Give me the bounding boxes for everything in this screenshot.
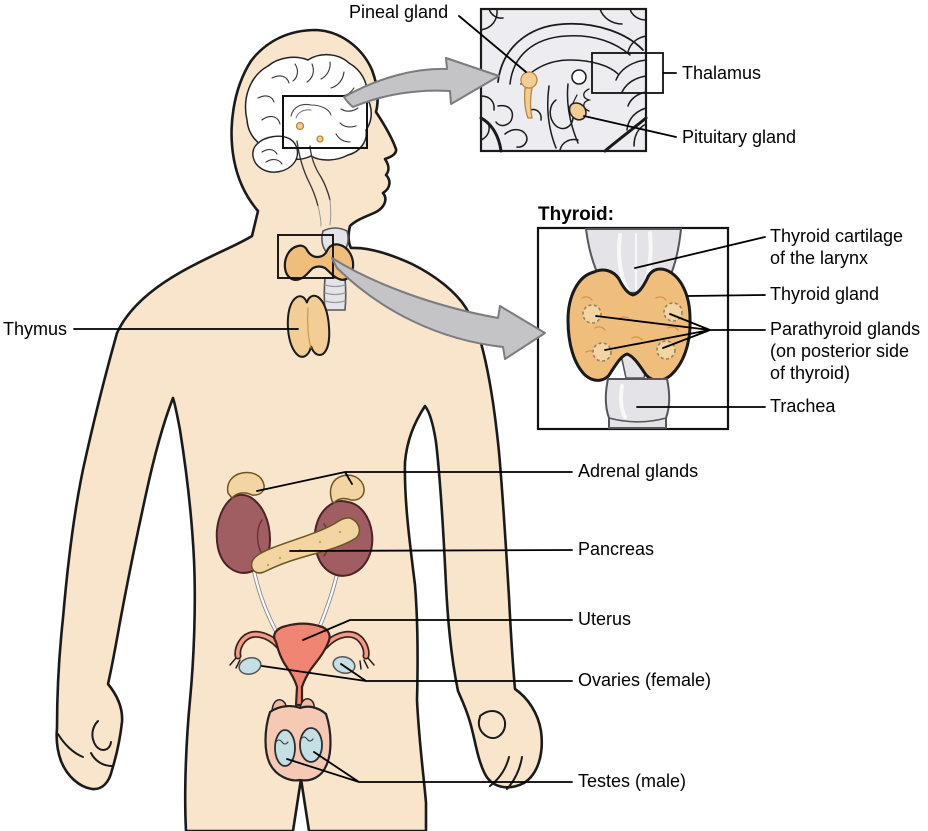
label-parathyroid-line2: (on posterior side xyxy=(770,341,909,361)
pelvic-organs xyxy=(229,622,375,782)
left-hand-finger-lines xyxy=(57,720,113,767)
pineal-gland-inset xyxy=(520,71,538,89)
pineal-gland-small xyxy=(295,121,305,131)
testes-leader xyxy=(286,751,573,783)
thyroid-focus-box xyxy=(277,234,334,279)
left-testis xyxy=(274,729,296,767)
thyroid-inset-title: Thyroid: xyxy=(538,204,614,225)
brain-inset-frame xyxy=(479,7,648,153)
abdominal-organs xyxy=(215,471,374,644)
text-labels: Pineal gland Thalamus Pituitary gland Th… xyxy=(3,2,920,791)
pineal-leader xyxy=(458,15,527,73)
pituitary-leader xyxy=(583,115,677,138)
label-thalamus: Thalamus xyxy=(682,63,761,83)
adrenal-leader xyxy=(256,471,573,492)
pituitary-gland-small xyxy=(316,135,324,143)
pancreas-organ xyxy=(250,517,361,574)
uterus-leader xyxy=(302,619,573,641)
left-adrenal-gland xyxy=(226,471,265,500)
label-parathyroid-line1: Parathyroid glands xyxy=(770,319,920,339)
right-testis xyxy=(299,727,323,763)
right-hand-finger-lines xyxy=(477,710,523,790)
cartilage-leader xyxy=(634,236,766,269)
right-adrenal-gland xyxy=(329,474,365,505)
brain-inset xyxy=(479,7,664,153)
brain-focus-box xyxy=(282,95,368,149)
thyroid-inset xyxy=(536,226,730,431)
trachea-inset xyxy=(604,378,671,429)
pancreas-leader xyxy=(289,549,573,552)
parathyroid-glands xyxy=(582,302,683,362)
leader-lines xyxy=(73,15,766,783)
thymus-organ xyxy=(286,294,331,358)
body-outline xyxy=(55,28,544,831)
label-thyroid-gland: Thyroid gland xyxy=(770,284,879,304)
label-pancreas: Pancreas xyxy=(578,539,654,559)
parathyroid-leaders xyxy=(595,313,766,351)
label-parathyroid-line3: of thyroid) xyxy=(770,363,850,383)
label-thymus: Thymus xyxy=(3,319,67,339)
splenium xyxy=(571,69,587,85)
brain-in-head xyxy=(244,54,372,227)
brainstem-inset xyxy=(479,83,648,153)
pineal-stalk xyxy=(523,87,533,119)
zoom-arrow-thyroid xyxy=(331,257,546,360)
left-ovary xyxy=(238,657,262,675)
label-testes: Testes (male) xyxy=(578,771,686,791)
label-pituitary-gland: Pituitary gland xyxy=(682,127,796,147)
label-thyroid-cartilage-line1: Thyroid cartilage xyxy=(770,226,903,246)
label-uterus: Uterus xyxy=(578,609,631,629)
ovaries-leader xyxy=(261,663,573,682)
pituitary-gland-inset xyxy=(568,102,587,121)
label-adrenal-glands: Adrenal glands xyxy=(578,461,698,481)
zoom-arrow-brain xyxy=(343,57,500,108)
label-thyroid-cartilage-line2: of the larynx xyxy=(770,248,868,268)
human-body-silhouette xyxy=(55,28,544,831)
label-trachea: Trachea xyxy=(770,396,836,416)
brainstem xyxy=(296,140,332,227)
label-pineal-gland: Pineal gland xyxy=(349,2,448,22)
thyroid-gland-leader xyxy=(687,294,766,297)
cerebellum xyxy=(252,135,299,173)
label-ovaries: Ovaries (female) xyxy=(578,670,711,690)
